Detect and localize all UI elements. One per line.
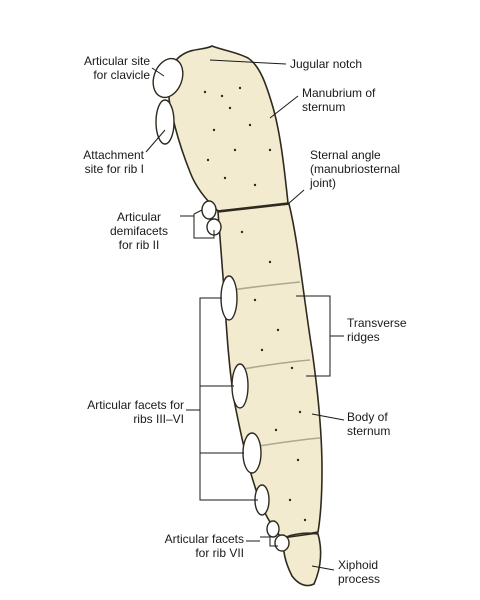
label-line: (manubriosternal	[310, 162, 401, 176]
label-line: ribs III–VI	[133, 412, 184, 426]
manubrium-shape	[167, 45, 289, 212]
bracket-rib7	[260, 536, 278, 547]
leader-demifacets	[180, 209, 203, 217]
leader-sternal-angle	[287, 189, 305, 205]
label-line: for rib VII	[195, 546, 244, 560]
label-line: process	[338, 572, 381, 586]
leader-xiphoid	[311, 565, 335, 571]
label-line: Sternal angle	[310, 148, 381, 162]
rib5-facet	[242, 432, 262, 474]
label-line: Jugular notch	[290, 57, 363, 71]
label-line: Body of	[347, 410, 388, 424]
label-line: sternum	[347, 424, 391, 438]
label-facets-rib7: Articular facets for rib VII	[130, 532, 244, 560]
leader-jugular	[209, 59, 287, 65]
label-line: Attachment	[83, 148, 144, 162]
rib2-demifacet-upper	[201, 200, 217, 220]
label-body-of-sternum: Body of sternum	[347, 410, 467, 438]
label-line: sternum	[302, 100, 346, 114]
facets	[152, 57, 290, 552]
label-line: Articular	[116, 210, 161, 224]
label-line: demifacets	[109, 224, 169, 238]
label-line: Articular site	[83, 54, 150, 68]
label-transverse-ridges: Transverse ridges	[347, 316, 467, 344]
leader-clavicle	[151, 67, 165, 77]
rib4-facet	[231, 363, 249, 409]
label-line: for rib II	[118, 238, 160, 252]
label-line: Manubrium of	[302, 86, 376, 100]
label-line: Articular facets for	[87, 398, 184, 412]
label-sternal-angle: Sternal angle (manubriosternal joint)	[310, 148, 460, 190]
label-jugular-notch: Jugular notch	[290, 57, 440, 71]
sternum-bone	[167, 45, 323, 587]
label-demifacets-rib2: Articular demifacets for rib II	[96, 210, 182, 252]
rib7-facet-upper	[266, 520, 280, 538]
ridge-1	[231, 281, 301, 291]
label-articular-site-clavicle: Articular site for clavicle	[38, 54, 150, 82]
leader-lines	[145, 59, 345, 571]
label-line: Articular facets	[164, 532, 244, 546]
sternal-angle-line	[217, 203, 290, 212]
leader-rib1	[145, 129, 166, 153]
label-line: Xiphoid	[338, 558, 379, 572]
rib3-facet	[220, 275, 238, 321]
surface-dots	[203, 86, 307, 522]
label-manubrium: Manubrium of sternum	[302, 86, 452, 114]
bracket-ribs-3-6	[199, 297, 258, 501]
rib1-facet	[155, 99, 175, 145]
rib7-facet-lower	[274, 534, 290, 552]
leader-manubrium	[269, 95, 299, 119]
label-facets-ribs-3-6: Articular facets for ribs III–VI	[50, 398, 184, 426]
label-xiphoid-process: Xiphoid process	[338, 558, 458, 586]
bracket-demifacets	[193, 216, 215, 239]
label-line: ridges	[347, 330, 380, 344]
label-line: Transverse	[347, 316, 407, 330]
leader-body	[311, 413, 345, 421]
label-attachment-rib1: Attachment site for rib I	[40, 148, 144, 176]
xiphoid-shape	[282, 532, 322, 587]
clavicular-facet	[152, 57, 184, 99]
label-line: joint)	[310, 176, 337, 190]
label-line: for clavicle	[93, 68, 150, 82]
xiphisternal-line	[281, 532, 319, 539]
label-line: site for rib I	[84, 162, 144, 176]
